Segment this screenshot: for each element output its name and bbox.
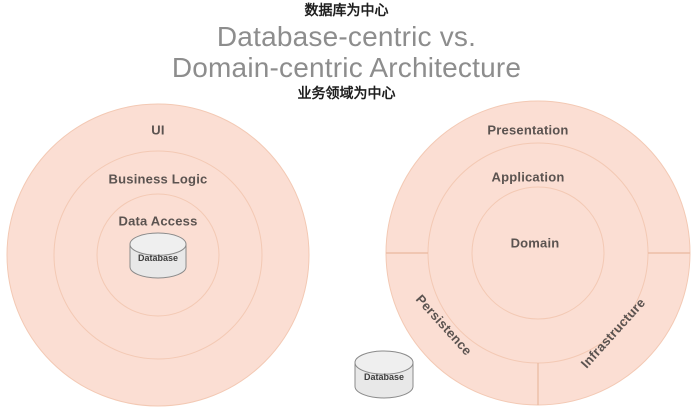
ring-label-business-logic: Business Logic [108, 171, 208, 187]
ring-label-domain: Domain [510, 235, 560, 251]
cylinder-top-database-centric [129, 232, 187, 256]
ring-domain[interactable] [471, 186, 605, 320]
ring-label-data-access: Data Access [118, 213, 198, 229]
diagram-domain-centric [385, 100, 691, 406]
page-title: Database-centric vs. Domain-centric Arch… [0, 21, 693, 83]
cylinder-top-standalone [354, 350, 414, 375]
ring-label-ui: UI [151, 122, 165, 138]
annotation-database-centric: 数据库为中心 [304, 3, 389, 19]
database-cylinder-database-centric[interactable] [129, 232, 187, 279]
ring-label-application: Application [491, 169, 565, 185]
database-cylinder-label-database-centric: Database [137, 252, 179, 263]
database-cylinder-standalone[interactable] [354, 350, 414, 399]
ring-label-presentation: Presentation [487, 122, 569, 138]
page-title-line-2: Domain-centric Architecture [171, 52, 522, 83]
annotation-domain-centric: 业务领域为中心 [297, 86, 396, 102]
title-block: 数据库为中心 Database-centric vs. Domain-centr… [0, 0, 693, 103]
database-cylinder-label-standalone: Database [363, 371, 405, 382]
page-title-line-1: Database-centric vs. [216, 21, 477, 52]
